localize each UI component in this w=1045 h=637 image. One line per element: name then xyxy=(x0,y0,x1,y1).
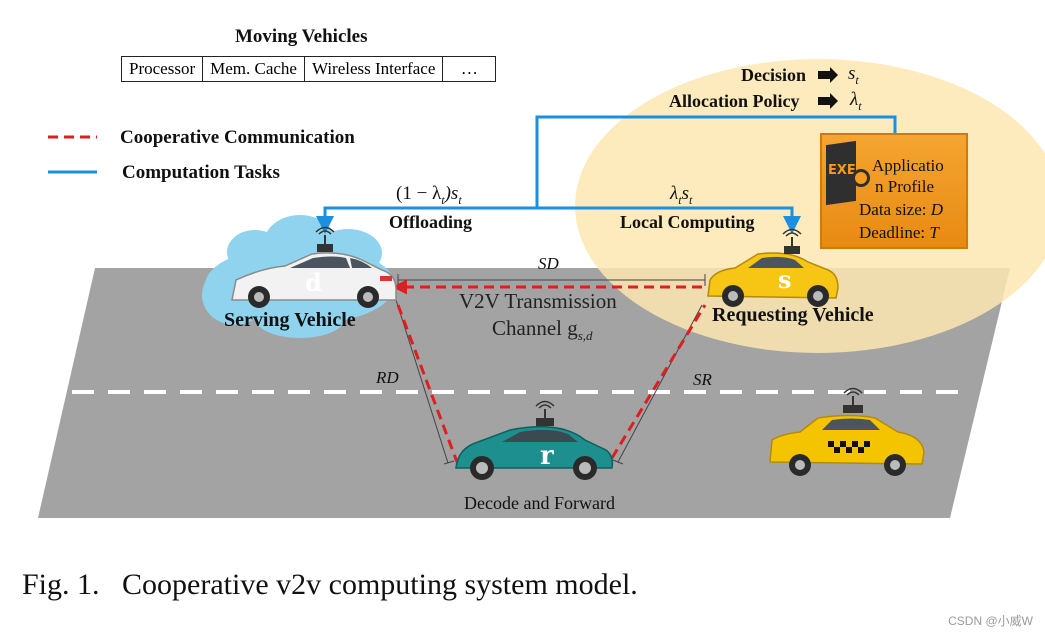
exe-icon: EXE xyxy=(826,140,870,206)
figure-caption: Fig. 1. Cooperative v2v computing system… xyxy=(22,568,638,601)
requesting-vehicle-bubble xyxy=(575,59,1045,353)
header-title: Moving Vehicles xyxy=(235,26,368,47)
app-profile-title-line2: n Profile xyxy=(875,177,935,196)
rd-distance-label: RD xyxy=(376,368,399,387)
cooperative-link-d-to-r xyxy=(396,304,459,463)
sr-distance-label: SR xyxy=(693,370,712,389)
computation-flow-main xyxy=(535,115,897,208)
computation-flow-offload xyxy=(316,206,537,234)
serving-vehicle-car xyxy=(231,252,397,308)
application-profile-box: EXE xyxy=(820,133,968,249)
component-cell: Processor xyxy=(120,56,204,82)
requesting-vehicle-label: Requesting Vehicle xyxy=(712,304,874,326)
antenna-icon xyxy=(782,228,802,254)
sd-distance-label: SD xyxy=(538,254,559,273)
legend-computation-label: Computation Tasks xyxy=(122,162,280,183)
decision-symbol: st xyxy=(848,63,859,87)
allocation-symbol: λt xyxy=(850,89,862,113)
serving-vehicle-label: Serving Vehicle xyxy=(224,309,356,331)
offload-formula: (1 − λt)st xyxy=(396,183,462,207)
app-profile-data-size: Data size: D xyxy=(859,200,944,219)
component-cell: Wireless Interface xyxy=(303,56,444,82)
vehicle-components-table: Processor Mem. Cache Wireless Interface … xyxy=(120,56,497,82)
requesting-vehicle-car xyxy=(707,252,839,307)
relay-vehicle-car xyxy=(455,425,614,480)
arrow-right-icon xyxy=(818,67,838,83)
local-computing-label: Local Computing xyxy=(620,212,755,232)
arrow-right-icon xyxy=(818,93,838,109)
antenna-icon xyxy=(535,400,555,426)
computation-flow-local xyxy=(537,206,801,234)
channel-label-line1: V2V Transmission xyxy=(459,289,617,313)
distance-rd xyxy=(395,299,455,465)
local-formula: λtst xyxy=(670,183,693,207)
decision-label: Decision xyxy=(741,65,806,85)
antenna-icon xyxy=(843,387,863,413)
allocation-policy-label: Allocation Policy xyxy=(669,91,800,111)
legend-cooperative-label: Cooperative Communication xyxy=(120,127,355,148)
relay-vehicle-letter: r xyxy=(540,441,554,471)
app-profile-deadline: Deadline: T xyxy=(859,223,939,242)
watermark: CSDN @小威W xyxy=(948,614,1033,628)
app-profile-title-line1: Applicatio xyxy=(872,156,944,175)
relay-vehicle-label: Decode and Forward xyxy=(464,493,615,513)
requesting-vehicle-letter: s xyxy=(778,265,792,294)
serving-vehicle-letter: d xyxy=(305,268,322,297)
component-cell: Mem. Cache xyxy=(202,56,305,82)
channel-label-line2: Channel gs,d xyxy=(492,316,593,344)
taxi-car xyxy=(769,414,925,476)
antenna-icon xyxy=(315,226,335,252)
cooperative-link-r-to-s xyxy=(610,304,707,459)
component-cell: … xyxy=(442,56,497,82)
offloading-label: Offloading xyxy=(389,212,473,232)
